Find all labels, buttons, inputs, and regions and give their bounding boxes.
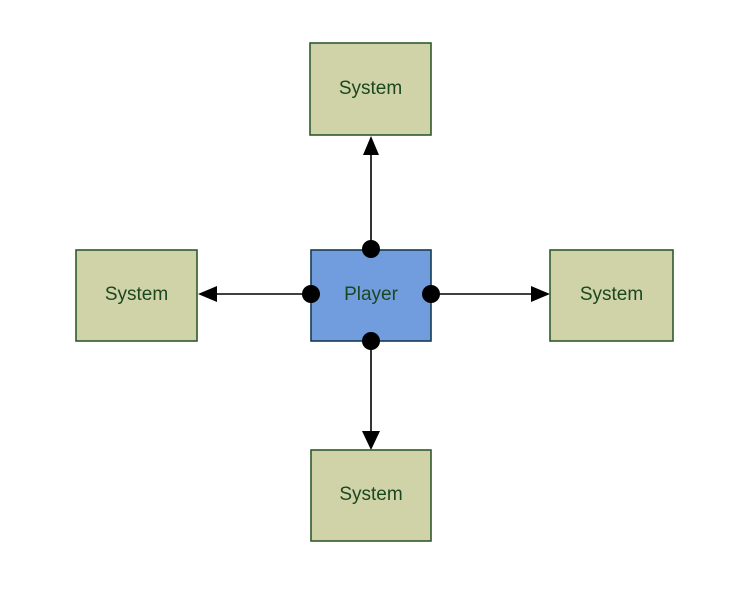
connector-player-to-system-bottom[interactable] xyxy=(362,341,380,450)
node-system-right-box xyxy=(549,249,674,342)
connector-player-to-system-right[interactable] xyxy=(431,286,550,302)
node-system-bottom-label: System xyxy=(339,484,402,505)
node-system-left[interactable]: System xyxy=(75,249,198,342)
connection-dot-left[interactable] xyxy=(302,285,320,303)
node-system-top[interactable]: System xyxy=(309,42,432,136)
connector-player-to-system-left[interactable] xyxy=(198,286,311,302)
node-system-left-label: System xyxy=(105,284,168,305)
arrowhead-left-icon xyxy=(198,286,217,302)
connector-layer xyxy=(198,136,550,450)
connector-player-to-system-top[interactable] xyxy=(363,136,379,249)
node-system-bottom-box xyxy=(310,449,432,542)
node-system-right[interactable]: System xyxy=(549,249,674,342)
connection-dot-bottom[interactable] xyxy=(362,332,380,350)
arrowhead-up-icon xyxy=(363,136,379,155)
node-system-right-label: System xyxy=(580,284,643,305)
node-system-top-label: System xyxy=(339,78,402,99)
arrowhead-right-icon xyxy=(531,286,550,302)
connection-dot-layer xyxy=(302,240,440,350)
node-system-top-box xyxy=(309,42,432,136)
node-player[interactable]: Player xyxy=(310,249,432,342)
arrowhead-down-icon xyxy=(362,431,380,450)
node-layer: System System System System Player xyxy=(75,42,674,542)
node-system-bottom[interactable]: System xyxy=(310,449,432,542)
node-system-left-box xyxy=(75,249,198,342)
node-player-label: Player xyxy=(344,284,399,305)
connection-dot-top[interactable] xyxy=(362,240,380,258)
connection-dot-right[interactable] xyxy=(422,285,440,303)
